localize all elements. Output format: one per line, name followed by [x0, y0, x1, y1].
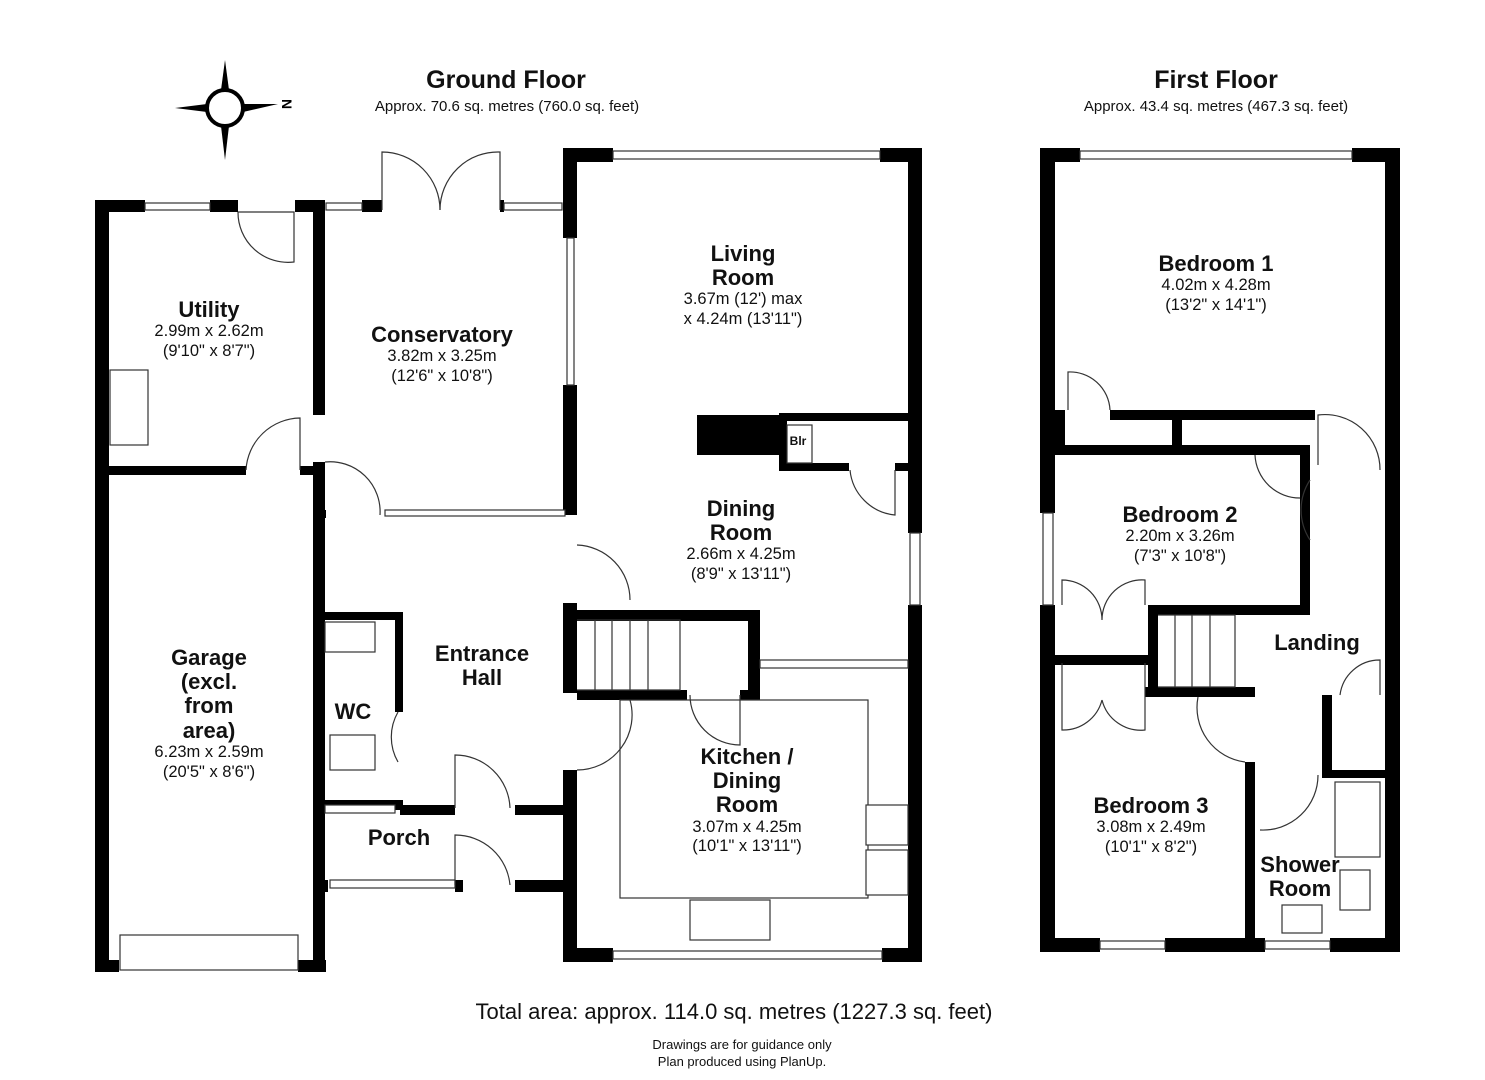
room-wc: WC	[334, 699, 372, 724]
room-dims-metric: 3.67m (12') max	[683, 290, 803, 309]
room-dims-metric: 4.02m x 4.28m	[1161, 276, 1271, 295]
room-bedroom-3: Bedroom 3 3.08m x 2.49m (10'1" x 8'2")	[1093, 793, 1209, 858]
room-dining-room: Dining Room 2.66m x 4.25m (8'9" x 13'11"…	[686, 496, 796, 585]
room-dims-metric: 3.82m x 3.25m	[387, 347, 497, 366]
room-dims-imperial: (7'3" x 10'8")	[1133, 546, 1227, 565]
room-name: Entrance Hall	[434, 641, 530, 691]
room-entrance-hall: Entrance Hall	[422, 641, 542, 691]
room-dims-imperial: (10'1" x 13'11")	[692, 837, 802, 856]
room-landing: Landing	[1274, 630, 1360, 655]
ground-floor-doors	[109, 151, 896, 886]
room-bedroom-1: Bedroom 1 4.02m x 4.28m (13'2" x 14'1")	[1158, 251, 1274, 316]
room-name: Utility	[178, 297, 240, 322]
room-dims-metric: 2.20m x 3.26m	[1125, 527, 1235, 546]
room-dims-imperial: (9'10" x 8'7")	[162, 341, 256, 360]
room-name: WC	[334, 699, 372, 724]
room-conservatory: Conservatory 3.82m x 3.25m (12'6" x 10'8…	[371, 322, 513, 387]
room-dims-metric: 2.66m x 4.25m	[686, 545, 796, 564]
ground-floor-title: Ground Floor	[426, 66, 586, 94]
room-name: Garage (excl. from area)	[171, 645, 247, 743]
room-name: Bedroom 2	[1122, 502, 1238, 527]
room-dims-imperial: (20'5" x 8'6")	[162, 762, 256, 781]
room-shower-room: Shower Room	[1255, 852, 1345, 902]
first-floor-windows	[1042, 150, 1353, 950]
total-area: Total area: approx. 114.0 sq. metres (12…	[475, 999, 993, 1024]
room-dims-imperial: (13'2" x 14'1")	[1165, 295, 1267, 314]
credit: Plan produced using PlanUp.	[657, 1054, 827, 1069]
room-bedroom-2: Bedroom 2 2.20m x 3.26m (7'3" x 10'8")	[1122, 502, 1238, 567]
room-porch: Porch	[367, 825, 431, 850]
room-garage: Garage (excl. from area) 6.23m x 2.59m (…	[154, 645, 264, 782]
svg-text:N: N	[279, 99, 295, 109]
room-dims-metric: 6.23m x 2.59m	[154, 742, 264, 761]
room-living-room: Living Room 3.67m (12') max x 4.24m (13'…	[683, 241, 803, 330]
room-name: Bedroom 1	[1158, 251, 1274, 276]
room-name: Shower Room	[1260, 852, 1340, 902]
first-floor-area: Approx. 43.4 sq. metres (467.3 sq. feet)	[1083, 98, 1349, 115]
room-kitchen-dining: Kitchen / Dining Room 3.07m x 4.25m (10'…	[687, 744, 807, 857]
room-dims-imperial: (12'6" x 10'8")	[391, 366, 493, 385]
compass-icon: N	[175, 60, 295, 160]
room-name: Conservatory	[371, 322, 513, 347]
room-name: Bedroom 3	[1093, 793, 1209, 818]
room-name: Dining Room	[706, 496, 776, 546]
first-floor-doors	[1061, 371, 1381, 934]
room-dims-imperial: x 4.24m (13'11")	[683, 310, 803, 329]
room-name: Landing	[1274, 630, 1360, 655]
room-dims-metric: 3.07m x 4.25m	[692, 817, 802, 836]
room-dims-imperial: (10'1" x 8'2")	[1104, 837, 1198, 856]
room-dims-imperial: (8'9" x 13'11")	[690, 565, 792, 584]
room-dims-metric: 3.08m x 2.49m	[1096, 818, 1206, 837]
disclaimer: Drawings are for guidance only	[652, 1037, 832, 1052]
room-name: Living Room	[710, 241, 776, 291]
first-floor-title: First Floor	[1154, 66, 1278, 94]
room-name: Kitchen / Dining Room	[700, 744, 794, 818]
room-dims-metric: 2.99m x 2.62m	[154, 322, 264, 341]
ground-floor-windows	[119, 150, 921, 971]
boiler-label: Blr	[789, 434, 807, 448]
room-name: Porch	[367, 825, 431, 850]
ground-floor-area: Approx. 70.6 sq. metres (760.0 sq. feet)	[374, 98, 640, 115]
ground-floor-walls	[95, 148, 922, 972]
room-utility: Utility 2.99m x 2.62m (9'10" x 8'7")	[154, 297, 264, 362]
